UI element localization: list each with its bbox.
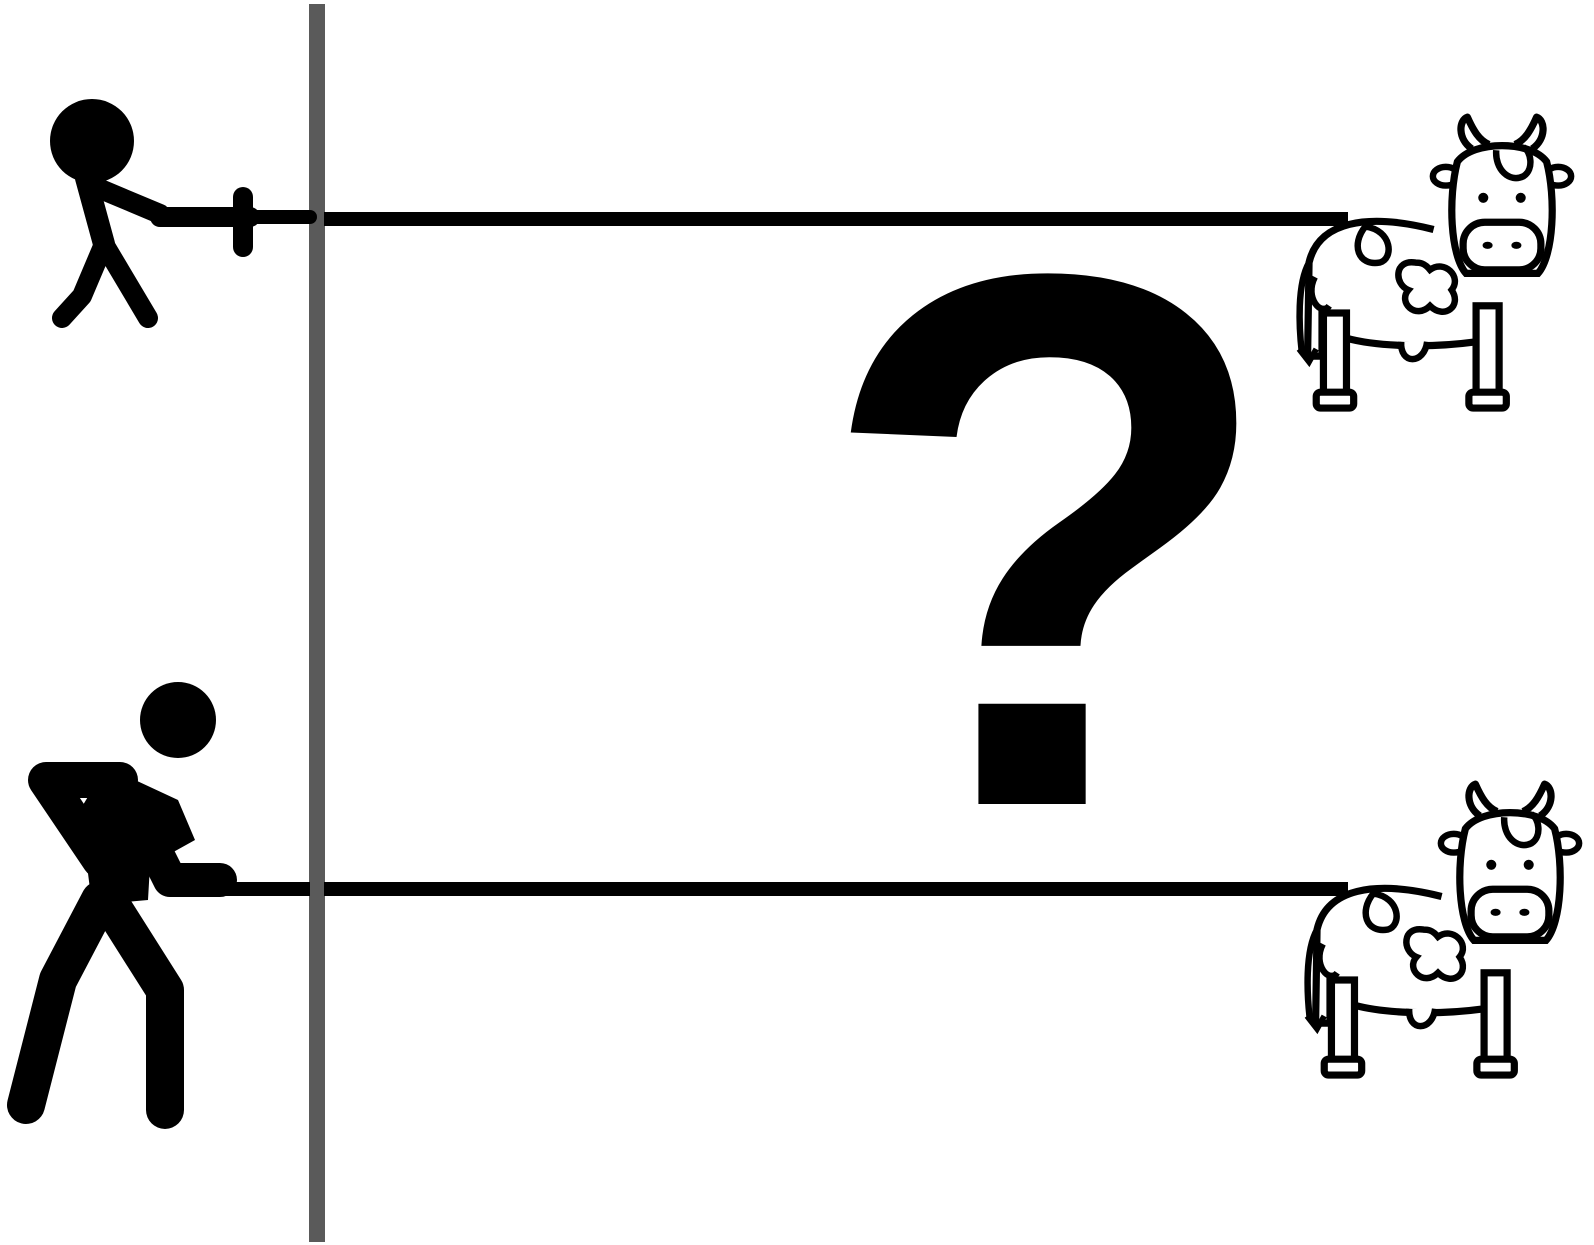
question-mark-icon: ? [816, 117, 1280, 966]
vertical-wall [309, 4, 325, 1242]
